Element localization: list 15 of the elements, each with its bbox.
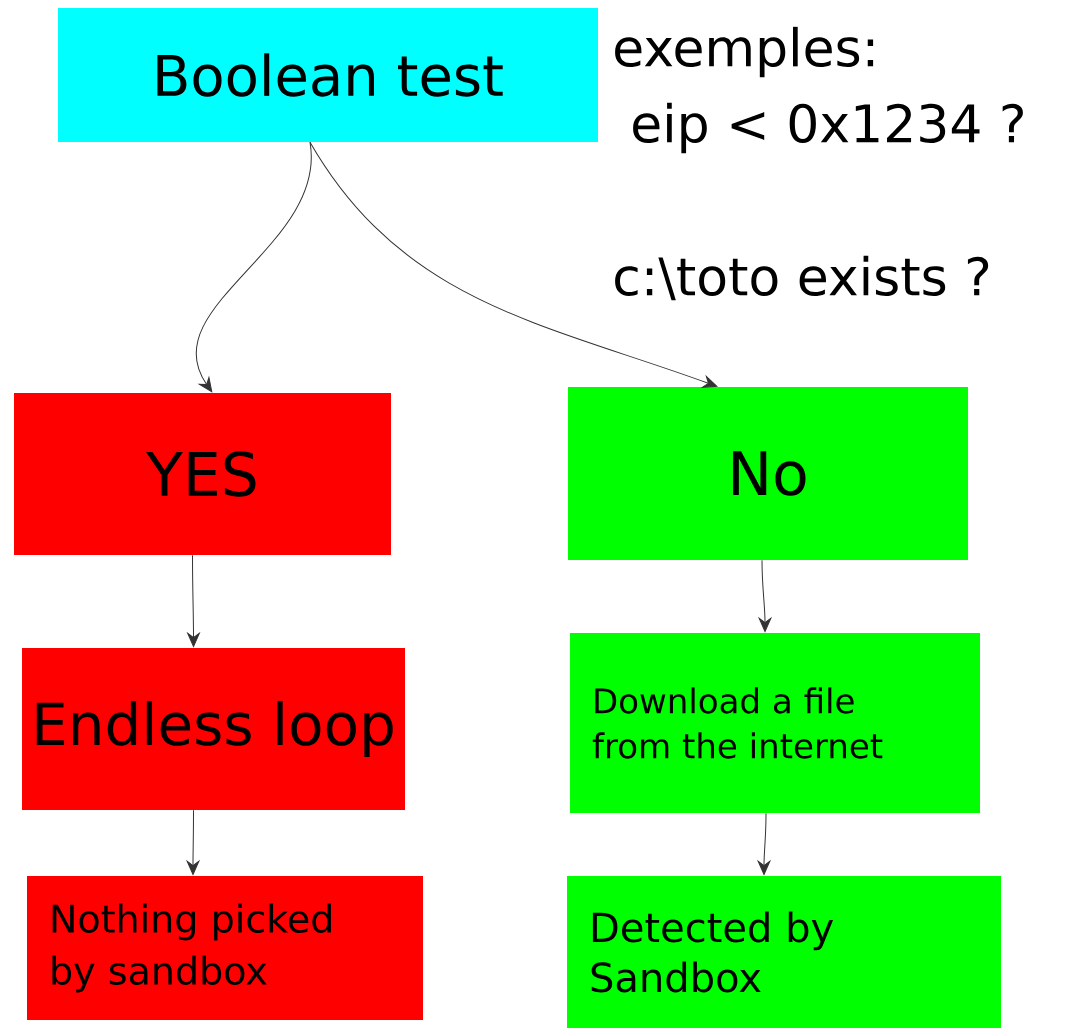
arrow xyxy=(758,559,772,633)
process-box: Boolean test xyxy=(58,8,598,142)
example-text: eip < 0x1234 ? xyxy=(633,102,1023,154)
process-box: Detected by Sandbox xyxy=(567,876,1001,1028)
arrow xyxy=(196,141,312,393)
process-box: Endless loop xyxy=(22,648,405,810)
example-text: c:\toto exists ? xyxy=(615,255,989,301)
process-box: YES xyxy=(14,393,391,555)
process-box: Nothing picked by sandbox xyxy=(27,876,423,1020)
arrow xyxy=(186,809,200,876)
arrow xyxy=(757,812,771,876)
process-box: Download a file from the internet xyxy=(570,633,980,813)
arrow xyxy=(187,554,200,648)
process-box: No xyxy=(568,387,968,560)
arrow xyxy=(309,141,718,388)
